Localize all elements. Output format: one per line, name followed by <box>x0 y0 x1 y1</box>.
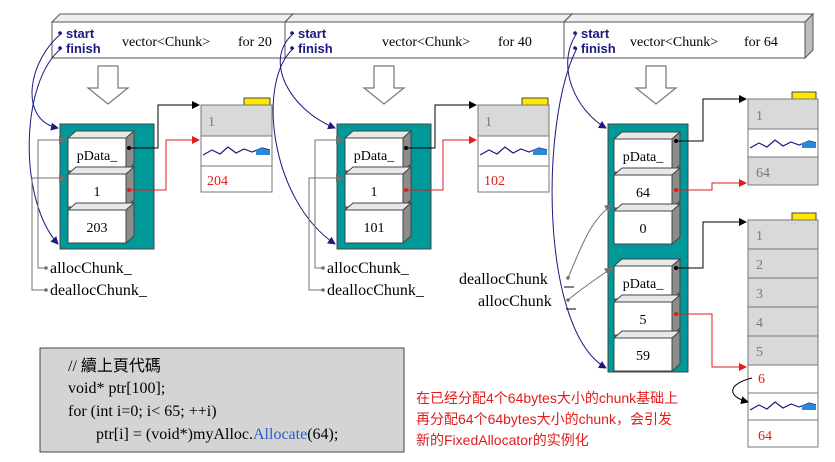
alloc-chunk-label-1: allocChunk_ <box>50 260 133 277</box>
down-arrow-1 <box>86 65 130 105</box>
down-arrow-2 <box>362 65 406 105</box>
block3-lower-last-label: 64 <box>758 429 772 444</box>
chunk3a-blocks-available: 0 <box>640 222 647 237</box>
vector2-finish-label: finish <box>298 41 333 56</box>
code-line-4-prefix: ptr[i] = (void*)myAlloc. <box>96 426 253 443</box>
alloc-chunk-label-3: allocChunk <box>478 293 552 310</box>
block3-lower-item-3: 3 <box>756 287 763 302</box>
chunk3a-first-available: 64 <box>636 186 650 201</box>
vector2-suffix-label: for 40 <box>498 35 532 50</box>
chunk2-first-available: 1 <box>371 185 378 200</box>
code-line-3: for (int i=0; i< 65; ++i) <box>68 403 217 420</box>
memory-block-3-upper <box>747 91 819 186</box>
vector-header-3 <box>562 12 815 60</box>
chunk2-pdata: pData_ <box>354 149 395 164</box>
code-box <box>39 347 405 453</box>
dealloc-chunk-label-2: deallocChunk_ <box>327 282 425 299</box>
chunk3b-blocks-available: 59 <box>636 349 650 364</box>
vector3-type-label: vector<Chunk> <box>630 35 718 50</box>
block3-lower-item-4: 4 <box>756 316 763 331</box>
vector3-suffix-label: for 64 <box>744 35 778 50</box>
vector2-type-label: vector<Chunk> <box>382 35 470 50</box>
block3-upper-last-label: 64 <box>756 166 770 181</box>
vector3-start-label: start <box>581 26 610 41</box>
dealloc-chunk-label-1: deallocChunk_ <box>50 282 148 299</box>
memory-block-1 <box>200 97 273 193</box>
block3-lower-item-6: 6 <box>758 372 765 387</box>
chunk1-blocks-available: 203 <box>87 221 108 236</box>
vector1-type-label: vector<Chunk> <box>122 35 210 50</box>
note-line-3: 新的FixedAllocator的实例化 <box>416 432 589 448</box>
down-arrow-3 <box>634 65 678 105</box>
block3-lower-item-2: 2 <box>756 258 763 273</box>
alloc-chunk-label-2: allocChunk_ <box>327 260 410 277</box>
dealloc-chunk-label-3: deallocChunk <box>459 271 548 288</box>
block1-first-label: 1 <box>208 115 215 130</box>
vector1-start-label: start <box>66 26 95 41</box>
note-line-2: 再分配64个64bytes大小的chunk，会引发 <box>416 411 672 427</box>
chunk1-first-available: 1 <box>94 185 101 200</box>
chunk3a-pdata: pData_ <box>623 150 664 165</box>
vector1-finish-label: finish <box>66 41 101 56</box>
block3-lower-item-1: 1 <box>756 229 763 244</box>
code-line-4: ptr[i] = (void*)myAlloc.Allocate(64); <box>96 426 338 443</box>
block2-first-label: 1 <box>485 115 492 130</box>
code-allocate-call: Allocate <box>253 426 307 443</box>
vector1-suffix-label: for 20 <box>238 35 272 50</box>
chunk3b-pdata: pData_ <box>623 277 664 292</box>
chunk2-blocks-available: 101 <box>364 221 385 236</box>
chunk1-pdata: pData_ <box>77 149 118 164</box>
block3-lower-item-5: 5 <box>756 345 763 360</box>
memory-block-2 <box>477 97 550 193</box>
block1-last-label: 204 <box>207 174 228 189</box>
vector3-finish-label: finish <box>581 41 616 56</box>
code-line-4-suffix: (64); <box>307 426 338 443</box>
vector2-start-label: start <box>298 26 327 41</box>
code-line-1: // 續上頁代碼 <box>68 357 161 375</box>
memory-block-3-lower <box>747 212 819 448</box>
note-line-1: 在已经分配4个64bytes大小的chunk基础上 <box>416 390 678 406</box>
code-line-2: void* ptr[100]; <box>68 380 165 397</box>
block3-upper-first-label: 1 <box>756 109 763 124</box>
block2-last-label: 102 <box>484 174 505 189</box>
chunk3b-first-available: 5 <box>640 313 647 328</box>
